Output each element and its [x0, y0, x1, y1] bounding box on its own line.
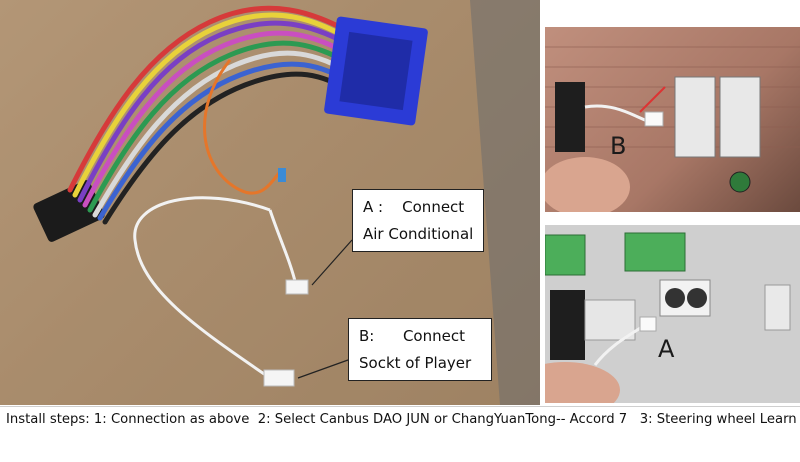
socket-a-photo [545, 225, 800, 403]
callout-b-line2: Sockt of Player [359, 354, 472, 372]
blue-connector [324, 16, 428, 126]
label-b: B [610, 132, 627, 160]
socket-b-illustration [545, 46, 800, 212]
install-steps-caption: Install steps: 1: Connection as above 2:… [0, 406, 800, 434]
label-a: A [658, 335, 675, 363]
socket-b-photo [545, 27, 800, 212]
callout-a-line2: Air Conditional [363, 225, 474, 243]
callout-b: B: Connect Sockt of Player [348, 318, 492, 381]
socket-a-illustration [545, 225, 800, 403]
callout-a: A : Connect Air Conditional [352, 189, 484, 252]
callout-a-line1: A : Connect [363, 198, 465, 216]
black-connector [33, 180, 105, 242]
callout-b-line1: B: Connect [359, 327, 465, 345]
